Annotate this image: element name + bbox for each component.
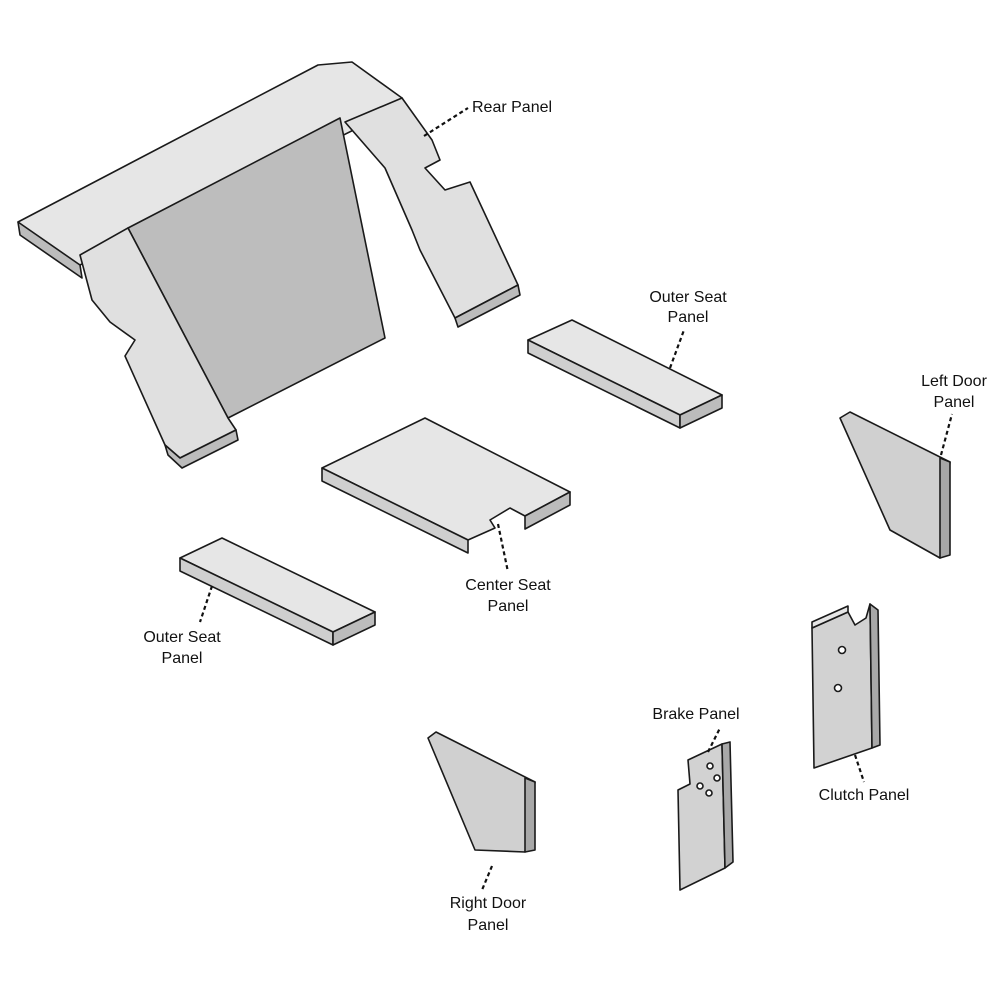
brake-panel-hole [706,762,714,770]
brake-panel-hole [713,774,721,782]
label-right-door-line1: Right Door [450,895,527,912]
leader-center-seat [496,523,510,573]
right-door-panel-edge [524,777,536,853]
label-clutch-panel: Clutch Panel [819,787,910,804]
label-outer-seat-left-line2: Panel [162,650,203,667]
label-outer-seat-left-line1: Outer Seat [143,629,221,646]
rear-panel [17,61,521,469]
label-right-door-line2: Panel [468,917,509,934]
leader-rear-panel [423,107,469,137]
leader-left-door [939,413,954,456]
left-door-panel-edge [939,457,951,559]
label-left-door-line2: Panel [934,394,975,411]
brake-panel-hole [696,782,704,790]
brake-panel-edge [721,741,734,869]
clutch-panel-hole [833,683,843,693]
clutch-panel-edge [869,603,881,749]
leader-outer-seat-left [198,585,214,623]
label-center-seat-line2: Panel [488,598,529,615]
outer-seat-panel-left-side [332,611,376,646]
label-rear-panel: Rear Panel [472,99,552,116]
label-brake-panel: Brake Panel [652,706,739,723]
outer-seat-panel-top-side [679,394,723,429]
outer-seat-panel-top [527,319,723,429]
center-seat-panel-front [321,467,469,554]
brake-panel-hole [705,789,713,797]
clutch-panel-top [811,605,849,629]
rear-panel-right-wing [344,97,519,319]
right-door-panel [427,731,536,853]
left-door-panel-face [839,411,951,559]
leader-clutch-panel [853,754,866,783]
clutch-panel-hole [837,645,847,655]
label-outer-seat-top-line1: Outer Seat [649,289,727,306]
clutch-panel-face [811,603,873,769]
leader-brake-panel [707,727,721,753]
outer-seat-panel-left [179,537,376,646]
center-seat-panel-side [524,491,571,530]
brake-panel [677,741,734,891]
rear-panel-shelf-front-edge [17,221,83,279]
brake-panel-face [677,743,726,891]
label-outer-seat-top-line2: Panel [668,309,709,326]
leader-outer-seat-top [668,329,686,369]
center-seat-panel [321,417,571,554]
rear-panel-right-wing-edge [454,284,521,328]
label-left-door-line1: Left Door [921,373,987,390]
clutch-panel [811,603,881,769]
leader-right-door [480,865,494,891]
rear-panel-left-wing-edge [164,429,239,469]
center-seat-panel-face [321,417,571,541]
right-door-panel-face [427,731,536,853]
left-door-panel [839,411,951,559]
label-center-seat-line1: Center Seat [465,577,551,594]
